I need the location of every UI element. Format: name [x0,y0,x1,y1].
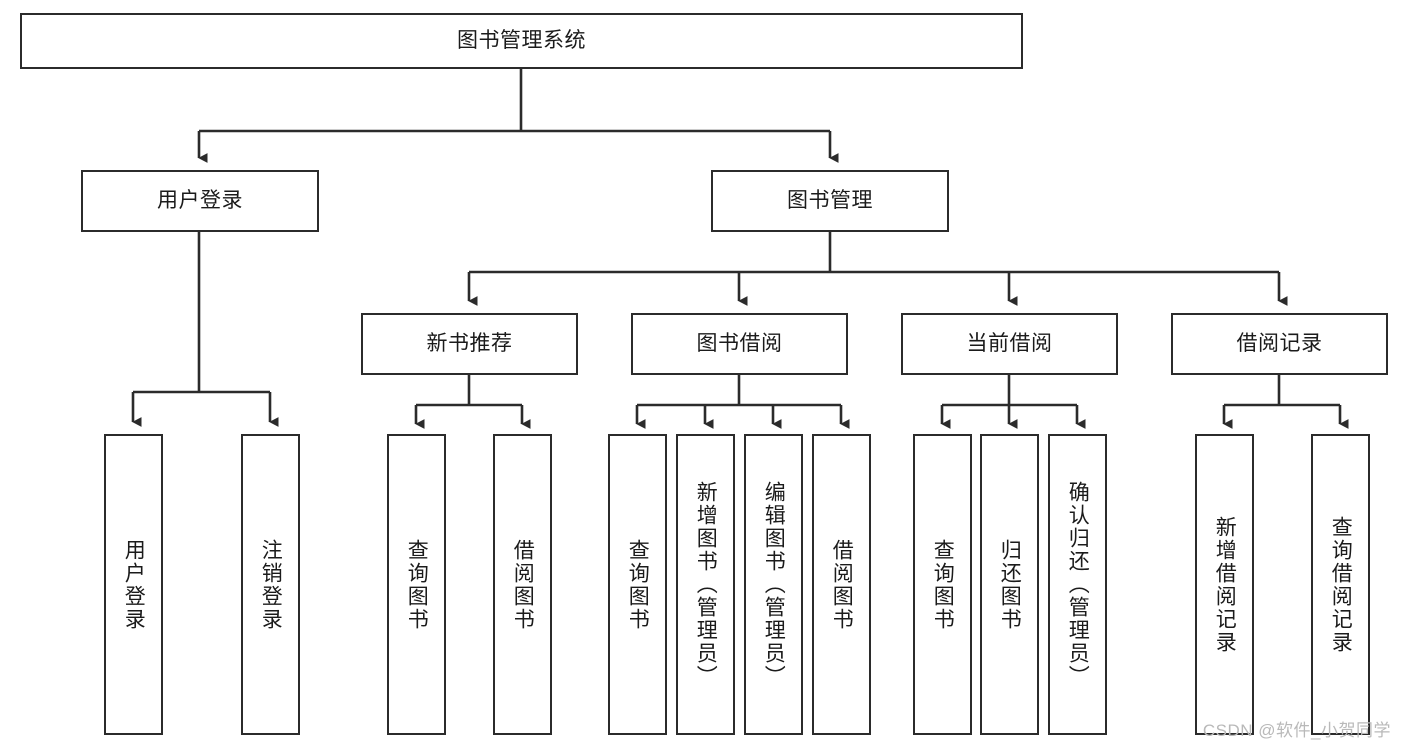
node-borrow-record[interactable]: 借阅记录 [1171,313,1388,375]
node-leaf-confirm-return[interactable]: 确认归还（管理员） [1048,434,1107,735]
node-leaf-edit-book-label: 编辑图书（管理员） [762,481,786,688]
node-leaf-confirm-return-label: 确认归还（管理员） [1066,481,1090,688]
node-book-manage-label: 图书管理 [787,188,873,212]
node-leaf-query-book-1[interactable]: 查询图书 [387,434,446,735]
node-leaf-user-login-label: 用户登录 [122,538,146,631]
node-leaf-add-book[interactable]: 新增图书（管理员） [676,434,735,735]
node-leaf-logout-login[interactable]: 注销登录 [241,434,300,735]
node-leaf-query-book-1-label: 查询图书 [405,538,429,631]
node-current-borrow[interactable]: 当前借阅 [901,313,1118,375]
node-leaf-logout-login-label: 注销登录 [259,538,283,631]
node-leaf-add-book-label: 新增图书（管理员） [694,481,718,688]
node-leaf-add-record-label: 新增借阅记录 [1213,515,1237,654]
node-root-system[interactable]: 图书管理系统 [20,13,1023,69]
node-leaf-borrow-book-2[interactable]: 借阅图书 [812,434,871,735]
node-borrow-record-label: 借阅记录 [1236,331,1323,355]
node-leaf-return-book-label: 归还图书 [998,538,1022,631]
node-leaf-borrow-book-2-label: 借阅图书 [830,538,854,631]
node-leaf-query-record[interactable]: 查询借阅记录 [1311,434,1370,735]
node-leaf-borrow-book-1[interactable]: 借阅图书 [493,434,552,735]
node-leaf-edit-book[interactable]: 编辑图书（管理员） [744,434,803,735]
node-root-system-label: 图书管理系统 [457,28,586,52]
node-book-manage[interactable]: 图书管理 [711,170,949,232]
node-book-borrow-label: 图书借阅 [696,331,783,355]
node-current-borrow-label: 当前借阅 [966,331,1053,355]
node-leaf-borrow-book-1-label: 借阅图书 [511,538,535,631]
node-leaf-query-book-3-label: 查询图书 [931,538,955,631]
connector-lines [131,69,1349,429]
node-leaf-query-record-label: 查询借阅记录 [1329,515,1353,654]
node-user-login-label: 用户登录 [157,188,243,212]
node-leaf-add-record[interactable]: 新增借阅记录 [1195,434,1254,735]
node-new-book-recommend[interactable]: 新书推荐 [361,313,578,375]
node-leaf-query-book-2[interactable]: 查询图书 [608,434,667,735]
node-leaf-query-book-3[interactable]: 查询图书 [913,434,972,735]
node-leaf-query-book-2-label: 查询图书 [626,538,650,631]
node-leaf-user-login[interactable]: 用户登录 [104,434,163,735]
node-leaf-return-book[interactable]: 归还图书 [980,434,1039,735]
node-new-book-recommend-label: 新书推荐 [426,331,513,355]
node-book-borrow[interactable]: 图书借阅 [631,313,848,375]
node-user-login[interactable]: 用户登录 [81,170,319,232]
